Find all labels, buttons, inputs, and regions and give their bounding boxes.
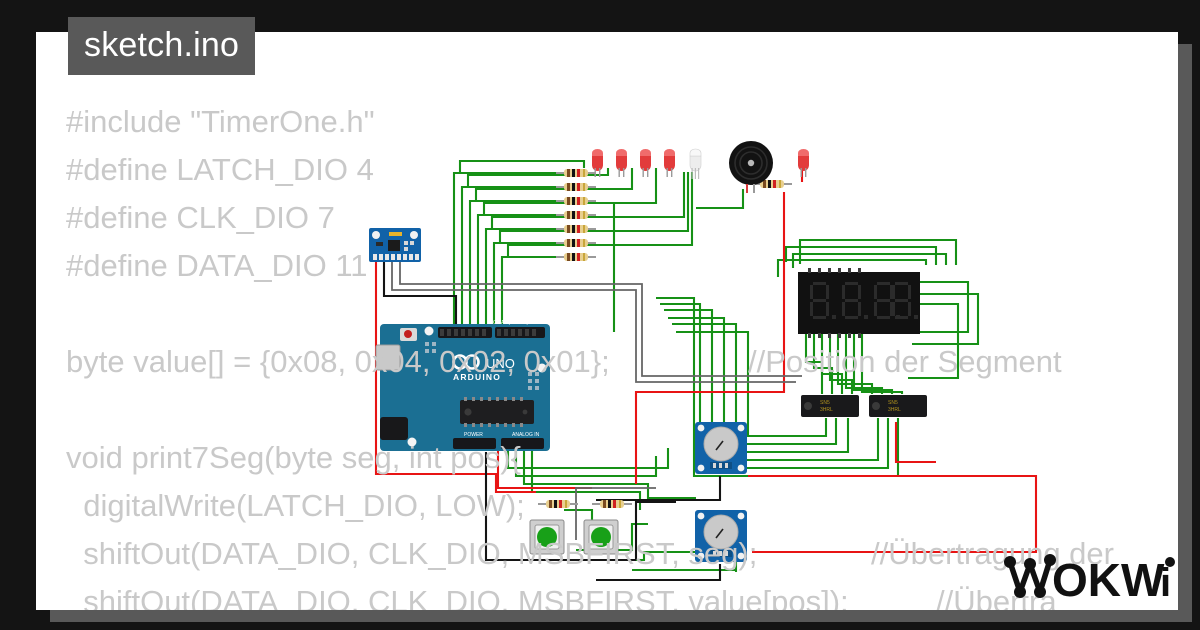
power-wires	[374, 156, 1038, 554]
svg-text:ANALOG IN: ANALOG IN	[512, 432, 540, 438]
potentiometer-2[interactable]	[695, 510, 747, 562]
seven-segment-display[interactable]	[798, 268, 920, 338]
svg-text:SN5: SN5	[888, 400, 898, 406]
svg-text:UNO: UNO	[486, 356, 515, 371]
circuit-diagram[interactable]: UNO ARDUINO DIGITAL (PWM ~) ANALOG IN PO…	[36, 32, 1178, 610]
svg-text:DIGITAL (PWM ~): DIGITAL (PWM ~)	[488, 320, 528, 326]
shift-register-ic-1[interactable]: SN5 3HRL	[801, 395, 859, 417]
svg-text:SN5: SN5	[820, 400, 830, 406]
svg-text:3HRL: 3HRL	[888, 407, 901, 413]
svg-text:i: i	[1160, 561, 1171, 605]
buzzer[interactable]	[729, 141, 773, 193]
tab-sketch-ino[interactable]: sketch.ino	[68, 17, 256, 75]
svg-text:3HRL: 3HRL	[820, 407, 833, 413]
arduino-uno-board[interactable]: UNO ARDUINO DIGITAL (PWM ~) ANALOG IN PO…	[375, 320, 550, 451]
mpu6050-module[interactable]	[369, 228, 421, 262]
wokwi-logo-text: OKW	[1052, 554, 1165, 606]
wokwi-logo: OKW i	[1004, 554, 1175, 606]
pushbutton-2[interactable]	[583, 519, 619, 555]
svg-text:POWER: POWER	[464, 432, 483, 438]
svg-text:ARDUINO: ARDUINO	[453, 372, 501, 382]
data-wires	[391, 262, 802, 540]
ground-wires	[382, 262, 722, 582]
resistor-bank	[538, 169, 792, 508]
led-group	[592, 148, 809, 180]
potentiometer-1[interactable]	[695, 422, 747, 474]
shift-register-ic-2[interactable]: SN5 3HRL	[869, 395, 927, 417]
pushbutton-1[interactable]	[529, 519, 565, 555]
wokwi-canvas[interactable]: UNO ARDUINO DIGITAL (PWM ~) ANALOG IN PO…	[36, 32, 1178, 610]
